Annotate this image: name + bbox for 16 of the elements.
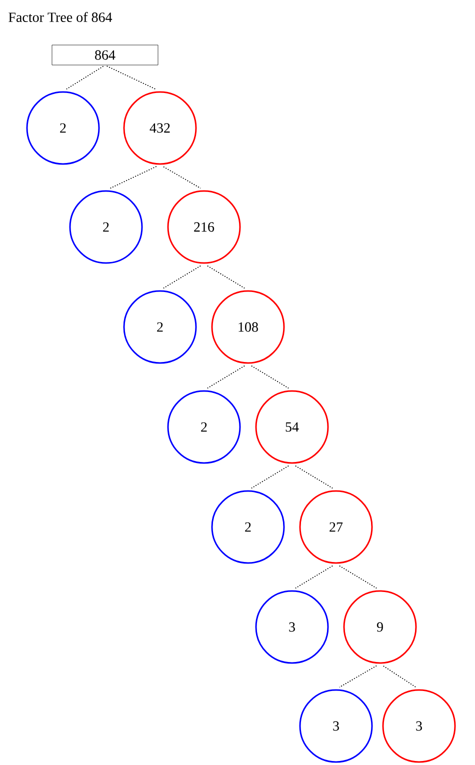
connector-line xyxy=(66,66,104,90)
connector-line xyxy=(206,265,246,289)
connector-line xyxy=(250,365,290,389)
connector-line xyxy=(250,465,290,489)
connector-line xyxy=(294,465,334,489)
connector-line xyxy=(206,365,246,389)
connector-line xyxy=(382,666,416,688)
connector-line xyxy=(338,565,378,589)
connector-line xyxy=(294,565,334,589)
connector-line xyxy=(339,665,377,688)
connector-line xyxy=(109,166,157,189)
title: Factor Tree of 864 xyxy=(8,12,112,22)
connector-line xyxy=(163,166,201,189)
number-box: 864 xyxy=(52,44,158,66)
connector-line xyxy=(162,265,202,289)
connector-line xyxy=(106,66,157,90)
